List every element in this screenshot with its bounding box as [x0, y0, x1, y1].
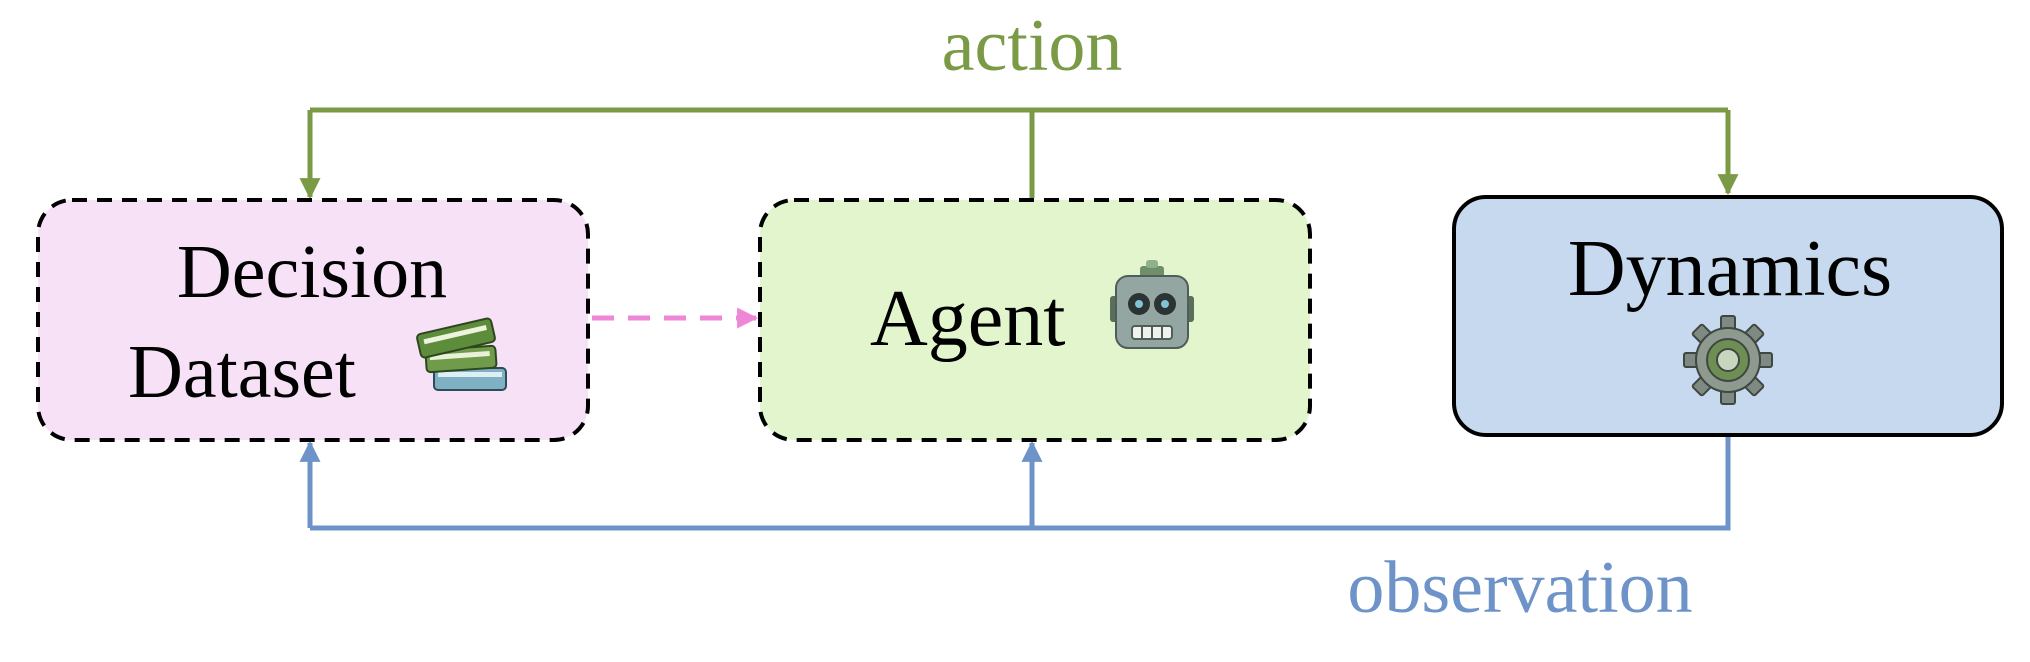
action-edge-group: [299, 107, 1739, 200]
decision-dataset-label-line1: Decision: [177, 230, 447, 314]
action-label: action: [942, 5, 1123, 87]
agent-node: Agent: [758, 198, 1312, 442]
observation-edge-group: [299, 437, 1731, 531]
dynamics-node: Dynamics: [1452, 195, 2004, 437]
dynamics-label: Dynamics: [1568, 225, 1892, 313]
decision-dataset-node: Decision Dataset: [36, 198, 590, 442]
observation-from-dynamics-line: [310, 437, 1731, 531]
agent-box: [758, 198, 1312, 442]
gear-icon: [1683, 315, 1773, 405]
observation-label: observation: [1347, 547, 1692, 629]
agent-label: Agent: [870, 275, 1066, 363]
decision-dataset-label-line2: Dataset: [128, 330, 356, 414]
robot-icon: [1110, 260, 1194, 349]
books-icon: [416, 317, 507, 391]
